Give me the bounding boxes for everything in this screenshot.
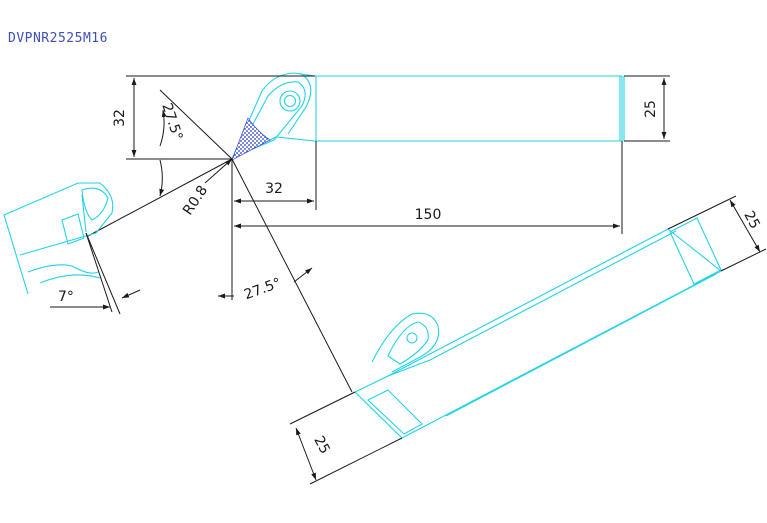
dim-clearance-angle: 7° [50,232,141,315]
dim-head-length: 32 [231,141,317,300]
dim-text-shank-height-top: 25 [643,100,659,118]
dim-text-overall-length: 150 [415,207,442,223]
dim-shank-height-top: 25 [624,75,670,142]
section-view-head [3,182,114,295]
rotated-view-tool [354,217,722,439]
dim-shank-height-rot-b: 25 [289,391,403,485]
dim-overall-length: 150 [234,141,623,234]
dim-shank-height-rot-a: 25 [667,195,767,272]
drawing-title: DVPNR2525M16 [8,31,108,46]
dim-head-height: 32 [112,75,315,160]
dim-text-head-height: 32 [112,109,128,127]
insert-tip-hatch [231,117,271,161]
dim-text-nose-radius: R0.8 [180,183,211,218]
dim-text-lead-angle: 27.5° [242,275,283,303]
dim-text-head-length: 32 [265,181,283,197]
dim-text-clearance-angle: 7° [58,289,74,305]
dim-text-shank-height-rot-a: 25 [740,208,762,231]
dim-side-angle: 27.5° [87,89,233,237]
dim-lead-angle: 27.5° [218,158,353,393]
dim-text-shank-height-rot-b: 25 [310,433,332,456]
top-view-tool [231,72,625,161]
dim-nose-radius: R0.8 [180,158,233,218]
